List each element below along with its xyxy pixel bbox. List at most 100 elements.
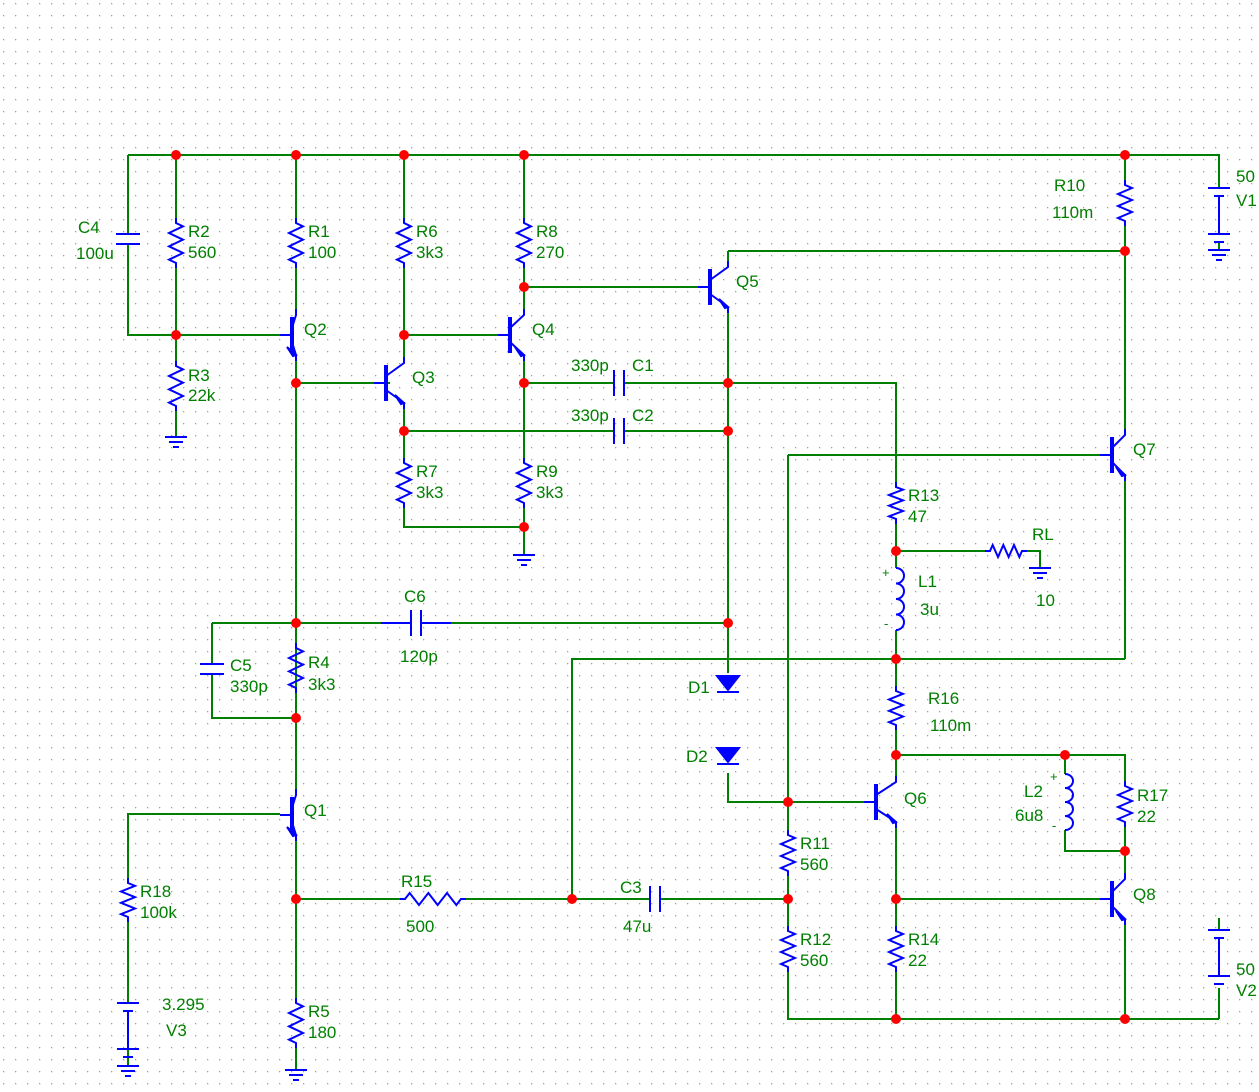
- label-l1-ref: L1: [918, 572, 937, 591]
- junction-node: [891, 654, 901, 664]
- label-c3-ref: C3: [620, 878, 642, 897]
- label-l2-value: 6u8: [1015, 806, 1043, 825]
- label-r2-value: 560: [188, 243, 216, 262]
- transistor-Q7: [1115, 466, 1127, 478]
- inductor-L1: [895, 567, 905, 631]
- resistor-RL: [985, 542, 1027, 560]
- resistor-R7: [394, 458, 414, 508]
- wire-segment: [727, 773, 864, 803]
- label-r5-ref: R5: [308, 1002, 330, 1021]
- label-v2-value: 50: [1236, 960, 1255, 979]
- label-l1-value: 3u: [920, 600, 939, 619]
- diode-D2: [714, 747, 742, 764]
- label-r1-value: 100: [308, 243, 336, 262]
- wire-segment: [571, 658, 1125, 899]
- resistor-R8: [514, 218, 534, 268]
- junction-node: [171, 330, 181, 340]
- label-r9-ref: R9: [536, 462, 558, 481]
- junction-node: [1120, 846, 1130, 856]
- label-r11-value: 560: [800, 855, 828, 874]
- label-r6-value: 3k3: [416, 243, 443, 262]
- label-r4-value: 3k3: [308, 675, 335, 694]
- label-r4-ref: R4: [308, 653, 330, 672]
- junction-node: [399, 426, 409, 436]
- label-r7-ref: R7: [416, 462, 438, 481]
- transistor-Q4: [509, 309, 525, 329]
- junction-node: [783, 894, 793, 904]
- label-c6-value: 120p: [400, 647, 438, 666]
- label-rl-ref: RL: [1032, 525, 1054, 544]
- junction-node: [723, 618, 733, 628]
- transistor-Q1: [291, 789, 297, 809]
- resistor-R9: [514, 458, 534, 508]
- resistor-R13: [886, 482, 906, 524]
- label-q5-ref: Q5: [736, 272, 759, 291]
- label-c4-value: 100u: [76, 244, 114, 263]
- label-c4-ref: C4: [78, 218, 100, 237]
- resistor-R15: [400, 891, 466, 907]
- label-r2-ref: R2: [188, 222, 210, 241]
- label-r17-value: 22: [1137, 807, 1156, 826]
- resistor-R3: [166, 361, 186, 411]
- label-q6-ref: Q6: [904, 789, 927, 808]
- inductor-minus-mark: -: [884, 616, 888, 631]
- labels: C4100uR2560R322kR1100R63k3R8270Q2Q3Q4Q5C…: [76, 167, 1257, 1042]
- label-c1-ref: C1: [632, 356, 654, 375]
- label-q7-ref: Q7: [1133, 440, 1156, 459]
- label-r15-ref: R15: [401, 872, 432, 891]
- label-r11-ref: R11: [800, 834, 830, 853]
- resistor-R4: [286, 643, 306, 693]
- label-r3-ref: R3: [188, 366, 210, 385]
- junction-node: [891, 546, 901, 556]
- junction-node: [891, 894, 901, 904]
- label-r12-value: 560: [800, 951, 828, 970]
- label-c1-value: 330p: [571, 356, 609, 375]
- wire-segment: [127, 813, 280, 878]
- label-c5-value: 330p: [230, 677, 268, 696]
- label-q4-ref: Q4: [532, 320, 555, 339]
- label-q8-ref: Q8: [1133, 885, 1156, 904]
- transistor-Q7: [1111, 429, 1126, 449]
- transistor-Q2: [286, 346, 298, 358]
- label-r17-ref: R17: [1137, 786, 1168, 805]
- junction-node: [891, 1014, 901, 1024]
- junction-nodes: [171, 150, 1130, 1024]
- label-r14-ref: R14: [908, 930, 939, 949]
- label-r14-value: 22: [908, 951, 927, 970]
- transistor-Q3: [394, 394, 406, 406]
- label-r10-ref: R10: [1054, 176, 1085, 195]
- label-q3-ref: Q3: [412, 368, 435, 387]
- resistor-R6: [394, 218, 414, 268]
- inductor-plus-mark: +: [1050, 769, 1058, 784]
- wire-segment: [128, 154, 1220, 188]
- label-c2-value: 330p: [571, 406, 609, 425]
- junction-node: [723, 378, 733, 388]
- label-r5-value: 180: [308, 1023, 336, 1042]
- transistor-Q8: [1115, 910, 1127, 922]
- junction-node: [291, 713, 301, 723]
- junction-node: [519, 378, 529, 388]
- diode-D1: [714, 675, 742, 692]
- resistor-R5: [286, 998, 306, 1048]
- junction-node: [171, 150, 181, 160]
- junction-node: [519, 282, 529, 292]
- transistor-Q2: [291, 309, 297, 329]
- resistor-R2: [166, 218, 186, 268]
- junction-node: [567, 894, 577, 904]
- junction-node: [291, 378, 301, 388]
- junction-node: [723, 426, 733, 436]
- label-r13-value: 47: [908, 507, 927, 526]
- junction-node: [1120, 150, 1130, 160]
- junction-node: [399, 150, 409, 160]
- junction-node: [1120, 1014, 1130, 1024]
- label-q2-ref: Q2: [304, 320, 327, 339]
- transistor-Q1: [286, 826, 298, 838]
- transistor-Q8: [1111, 873, 1126, 893]
- resistor-R14: [886, 926, 906, 972]
- wire-segment: [211, 674, 296, 719]
- label-r10-value: 110m: [1052, 203, 1093, 222]
- transistor-Q5: [718, 298, 730, 310]
- components: [116, 180, 1230, 1081]
